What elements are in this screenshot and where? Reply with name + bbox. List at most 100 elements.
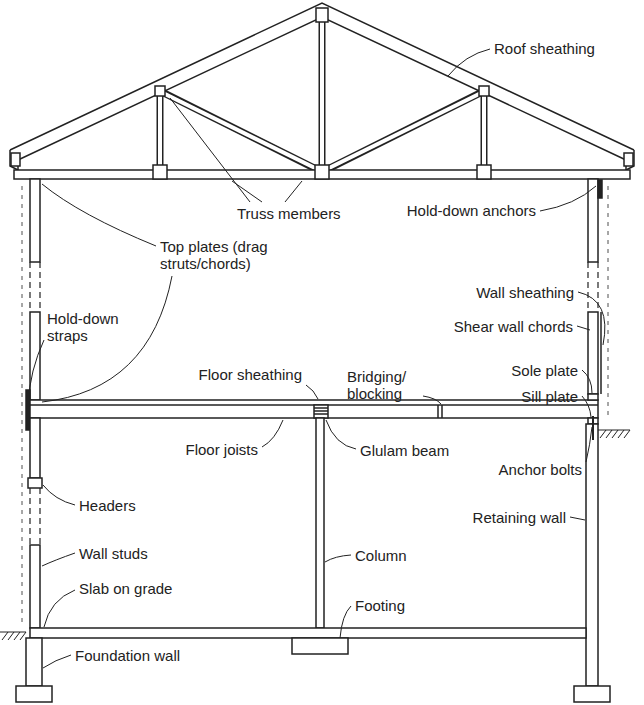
leader-line	[448, 49, 490, 76]
opening-dash	[30, 488, 40, 545]
blocking	[438, 405, 442, 418]
floor	[30, 400, 598, 418]
retaining-wall	[586, 424, 598, 686]
leader-line	[582, 370, 592, 393]
foundation-wall	[26, 638, 42, 686]
leader-line	[340, 606, 351, 638]
leader-line	[43, 485, 75, 505]
guide-dash	[608, 186, 609, 420]
gusset-plate	[153, 165, 167, 179]
ground-line	[598, 430, 630, 438]
ground-hatch	[0, 430, 630, 640]
leader-line	[577, 326, 590, 330]
leader-line	[540, 186, 596, 211]
glulam-beam	[314, 405, 328, 418]
part-label: Headers	[79, 497, 136, 514]
leader-line	[306, 385, 318, 399]
part-label: Sole plate	[511, 362, 578, 379]
leader-line	[232, 181, 262, 202]
leader-line	[44, 590, 75, 627]
part-label: Hold-down anchors	[407, 202, 536, 219]
footing	[16, 686, 52, 702]
truss-web	[482, 94, 486, 169]
truss-web	[163, 93, 317, 169]
leader-line	[582, 396, 591, 417]
leader-line	[262, 420, 283, 447]
ground-line	[0, 632, 26, 640]
part-label: Truss members	[237, 205, 341, 222]
shear-wall	[588, 312, 598, 394]
header	[28, 478, 42, 488]
leader-line	[570, 517, 585, 520]
wall-stud	[30, 179, 40, 262]
leader-line	[423, 396, 441, 404]
gusset-plate	[624, 153, 633, 166]
slab-on-grade	[30, 628, 586, 638]
wall-openings	[22, 186, 608, 626]
part-label: Shear wall chords	[454, 318, 573, 335]
gusset-plate	[316, 8, 328, 22]
truss-web	[481, 93, 488, 170]
truss-web	[157, 93, 164, 170]
footing	[292, 638, 348, 654]
leader-line	[326, 420, 356, 449]
part-label: Floor joists	[185, 441, 258, 458]
web-outline	[160, 17, 484, 170]
column	[316, 418, 324, 628]
truss-web	[326, 92, 482, 170]
leader-line	[43, 655, 71, 668]
wall-stud	[30, 545, 40, 628]
guide-dash	[22, 186, 23, 626]
part-label: Wall studs	[79, 545, 148, 562]
hold-down-anchor	[598, 180, 602, 198]
leader-lines	[28, 49, 605, 668]
truss-web	[327, 93, 481, 169]
part-label: Glulam beam	[360, 442, 449, 459]
truss-web	[319, 17, 326, 170]
part-label: Anchor bolts	[499, 461, 582, 478]
gusset-plate	[11, 153, 20, 166]
part-label: Sill plate	[521, 388, 578, 405]
leader-line	[42, 553, 75, 566]
roof-sheathing-line	[10, 3, 634, 150]
part-label: Footing	[355, 597, 405, 614]
gusset-plate	[477, 165, 491, 179]
wall-stud	[30, 418, 40, 478]
truss-webs	[160, 17, 484, 170]
sole-plate	[588, 394, 598, 400]
gusset-plate	[155, 86, 165, 96]
part-label: Hold-down straps	[47, 310, 127, 344]
leader-line	[42, 276, 172, 402]
gusset-plate	[315, 165, 329, 179]
wall-sheathing	[600, 312, 602, 394]
leader-line	[325, 555, 351, 562]
glulam-lamination	[314, 408, 328, 414]
part-label: Bridging/ blocking	[347, 368, 419, 402]
wall-stud	[30, 312, 40, 400]
leader-line	[586, 427, 592, 462]
part-label: Retaining wall	[473, 509, 566, 526]
part-label: Wall sheathing	[476, 284, 574, 301]
part-label: Floor sheathing	[199, 366, 302, 383]
leader-line	[170, 98, 250, 202]
opening-dash	[30, 262, 40, 312]
part-label: Top plates (drag struts/chords)	[160, 238, 290, 272]
footing	[574, 686, 610, 702]
part-label: Foundation wall	[75, 647, 180, 664]
leader-line	[42, 184, 156, 246]
part-label: Roof sheathing	[494, 40, 595, 57]
truss-web	[162, 92, 318, 170]
web-fill	[160, 18, 484, 169]
leader-line	[285, 181, 302, 202]
leader-line	[28, 340, 44, 404]
part-label: Slab on grade	[79, 580, 172, 597]
truss-web	[320, 18, 324, 169]
opening-dash	[588, 262, 598, 312]
structure	[10, 3, 634, 702]
leader-line	[578, 292, 605, 345]
truss-web	[158, 94, 162, 169]
part-label: Column	[355, 547, 407, 564]
